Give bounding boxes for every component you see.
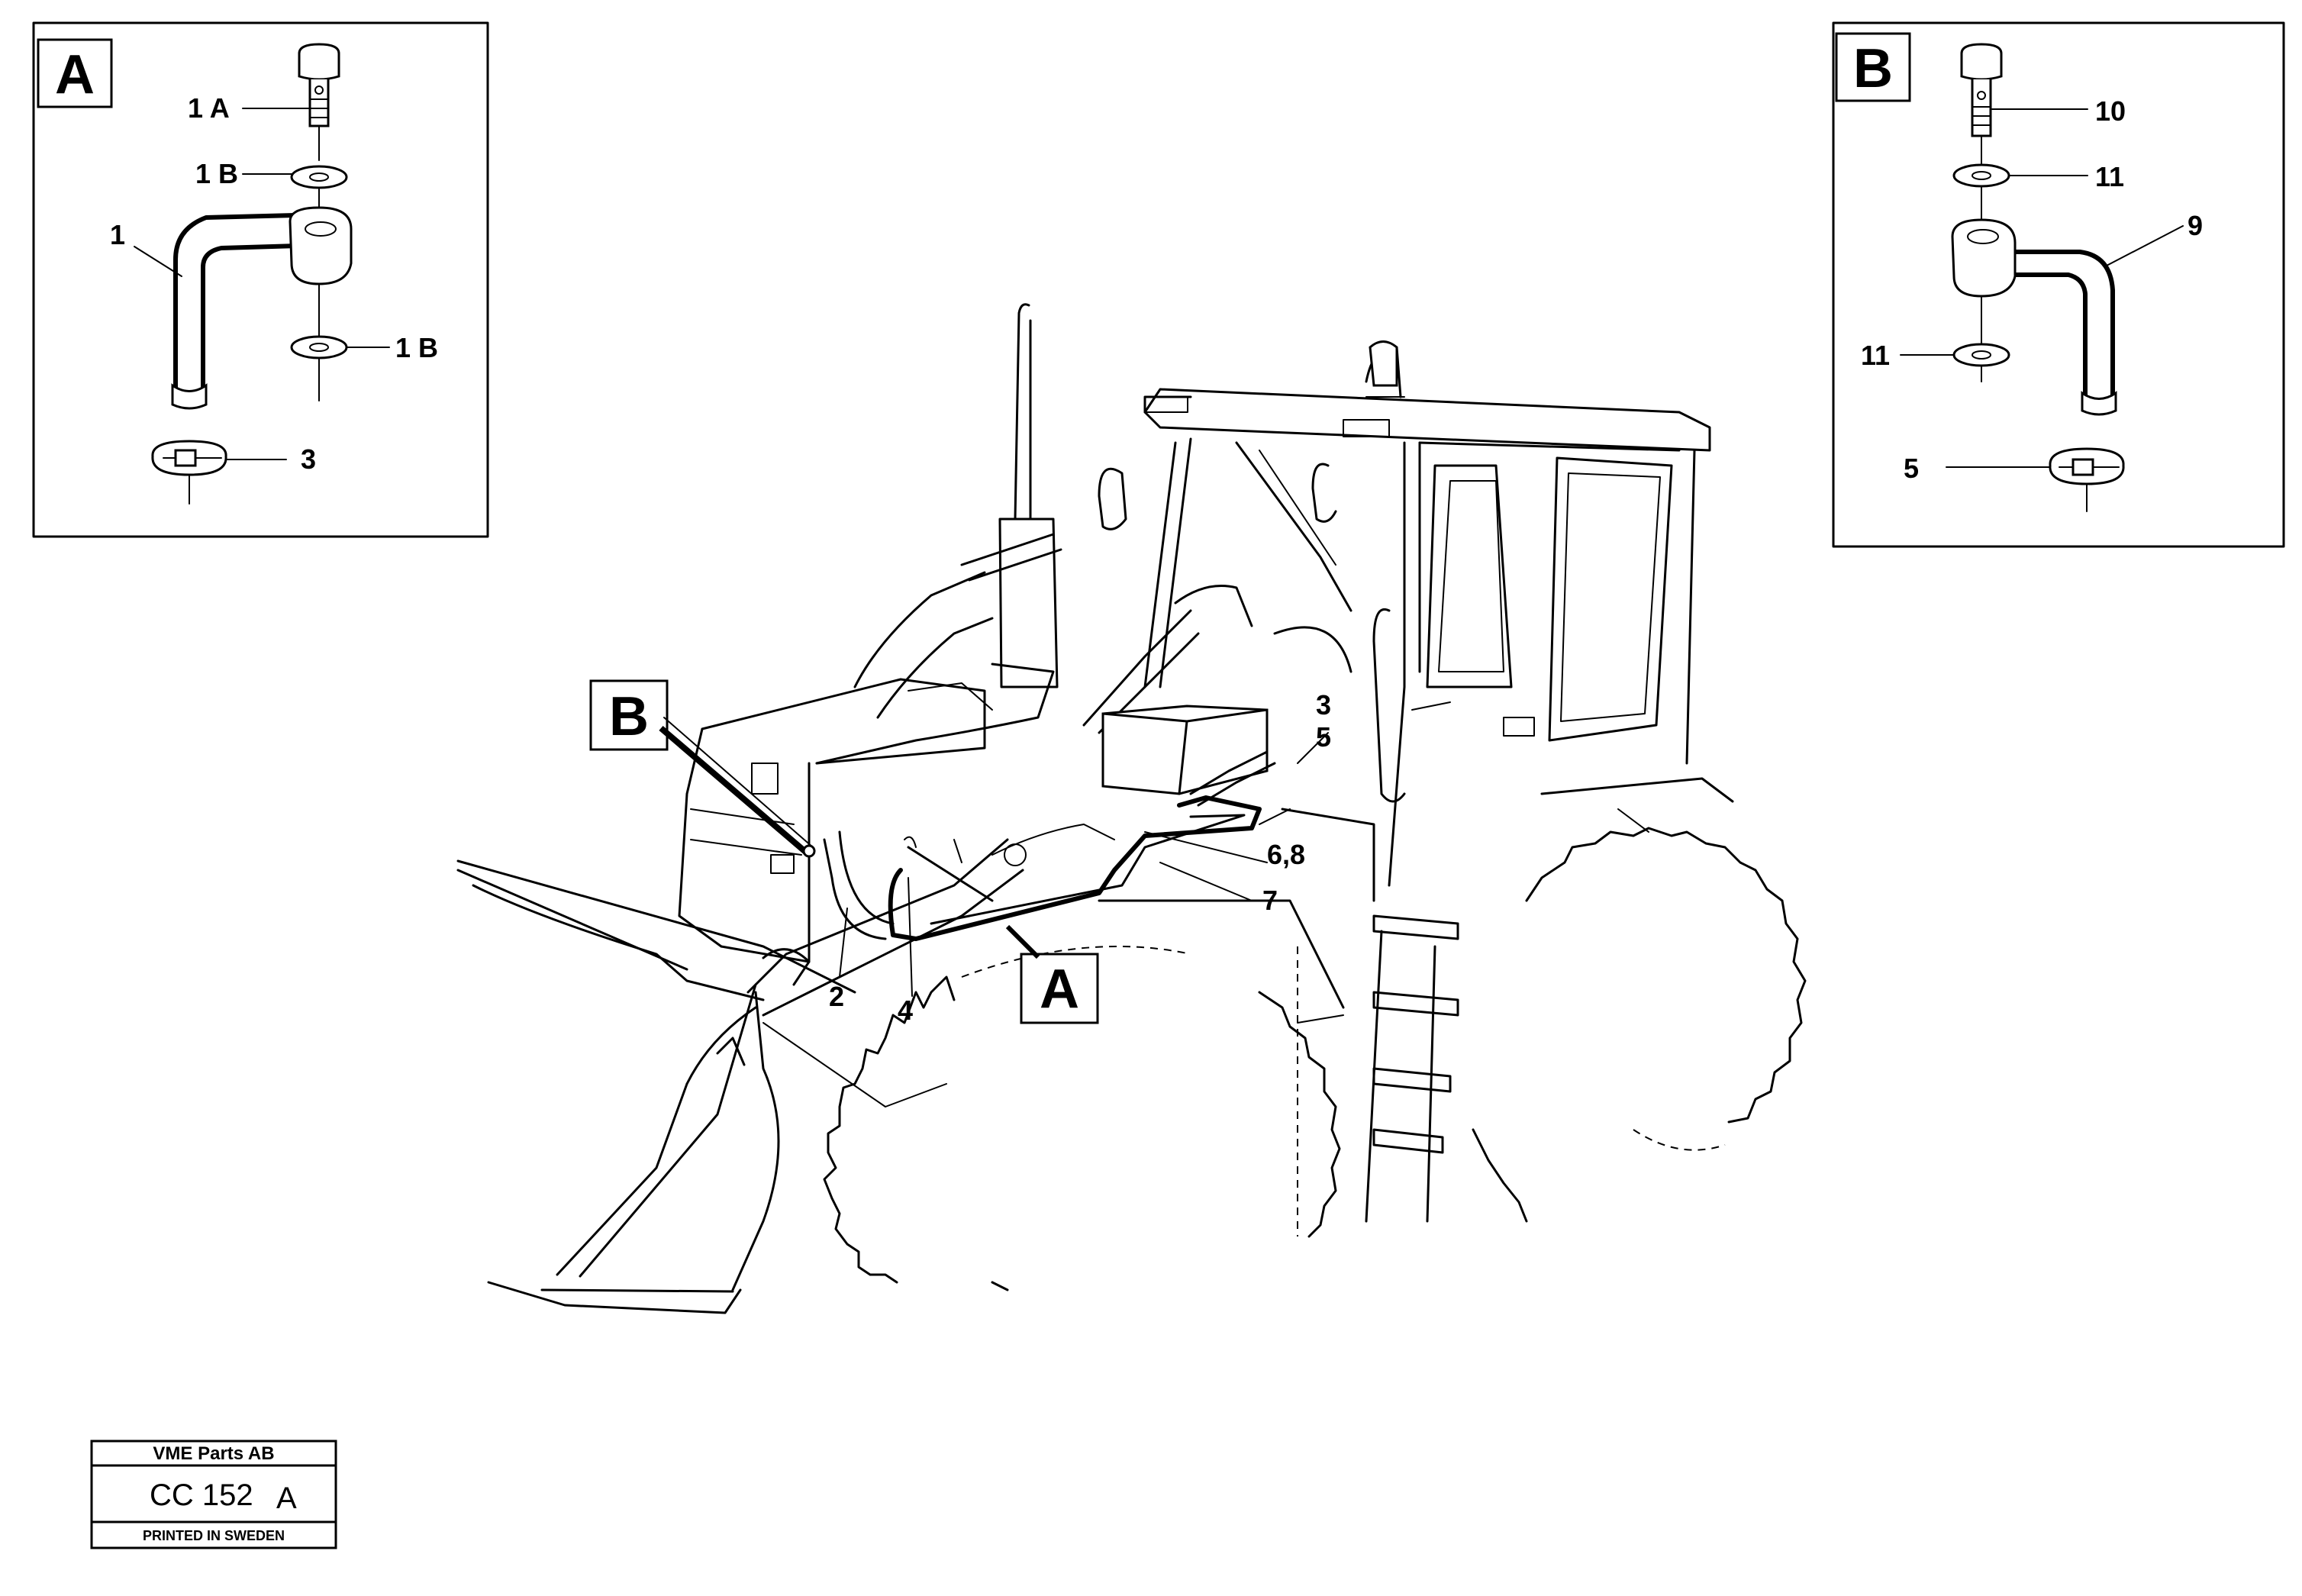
detail-a: A — [32, 21, 489, 538]
drawing-code: CC 152 — [150, 1478, 253, 1512]
callout-9: 9 — [2188, 210, 2203, 241]
cab-icon — [1098, 346, 1711, 887]
hose-clamp-icon — [151, 440, 227, 476]
detail-a-letter-box — [37, 38, 113, 108]
callout-11-top: 11 — [2095, 161, 2124, 192]
callout-1: 1 — [110, 219, 125, 250]
printed-note: PRINTED IN SWEDEN — [143, 1528, 285, 1543]
ref-b-marker: B — [589, 679, 816, 858]
detail-a-frame — [32, 21, 489, 538]
banjo-pipe-icon — [1951, 218, 2117, 416]
detail-a-letter: A — [55, 44, 95, 105]
bucket-icon — [456, 859, 856, 1314]
washer-icon — [1952, 343, 2010, 367]
exhaust-pipe-icon — [998, 303, 1059, 688]
ref-a-letter: A — [1040, 959, 1079, 1020]
hydraulic-line-icon — [823, 750, 1276, 941]
callout-11-bottom: 11 — [1861, 340, 1890, 371]
callout-10: 10 — [2095, 95, 2126, 127]
callout-1b-bottom: 1 B — [395, 332, 438, 363]
rear-wheel-icon — [1297, 827, 1807, 1236]
banjo-pipe-icon — [171, 206, 353, 410]
wheel-loader-drawing: B A 3 5 6,8 7 2 4 — [456, 303, 1807, 1314]
hose-clamp-icon — [2049, 447, 2125, 485]
callout-4: 4 — [898, 995, 913, 1026]
detail-b-frame — [1832, 21, 2285, 548]
chassis-icon — [678, 663, 1115, 963]
callout-3-detail: 3 — [301, 443, 316, 475]
detail-b-letter: B — [1853, 38, 1893, 99]
detail-b: B — [1832, 21, 2285, 548]
callout-6-8: 6,8 — [1267, 839, 1305, 870]
washer-icon — [1952, 163, 2010, 188]
front-wheel-icon — [823, 946, 1341, 1291]
drawing-suffix: A — [276, 1482, 297, 1515]
detail-b-letter-box — [1835, 32, 1911, 102]
callout-1a: 1 A — [188, 92, 230, 124]
callout-7: 7 — [1262, 885, 1278, 916]
callout-5-main: 5 — [1316, 721, 1331, 753]
ref-a-marker: A — [1005, 924, 1099, 1024]
ref-b-letter: B — [609, 686, 649, 747]
steps-icon — [1365, 914, 1459, 1223]
callout-1b-top: 1 B — [195, 158, 238, 189]
lift-arm-icon — [746, 571, 1024, 1108]
company-name: VME Parts AB — [153, 1443, 274, 1464]
rear-frame-icon — [1098, 777, 1734, 1024]
washer-icon — [290, 165, 348, 189]
hydraulic-ram-icon — [960, 533, 1253, 734]
banjo-bolt-icon — [298, 43, 340, 127]
title-block: VME Parts AB CC 152 A PRINTED IN SWEDEN — [90, 1440, 337, 1549]
callout-2: 2 — [829, 981, 844, 1012]
beacon-light-icon — [1369, 340, 1398, 387]
banjo-bolt-icon — [1960, 43, 2003, 137]
callout-5-detail: 5 — [1904, 453, 1919, 484]
callout-3-main: 3 — [1316, 689, 1331, 721]
washer-icon — [290, 335, 348, 360]
